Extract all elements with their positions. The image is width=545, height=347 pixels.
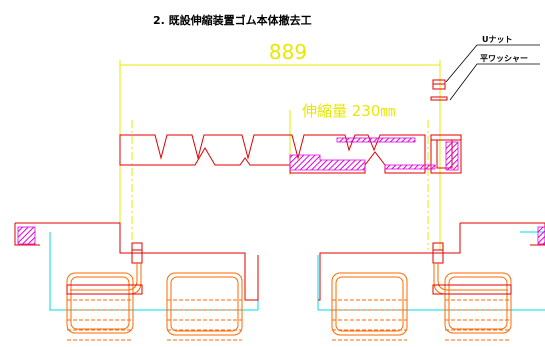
rebar-cage-1 (66, 263, 143, 341)
dimension-value-889: 889 (269, 40, 307, 64)
deck-slab-right (318, 222, 545, 301)
left-expansion-hatch (17, 226, 36, 245)
expansion-amount-label: 伸縮量 230㎜ (302, 102, 395, 120)
callout-u-nut: Uナット (482, 35, 513, 44)
u-nut-shape (430, 79, 448, 101)
rebar-cage-4 (432, 263, 512, 341)
deck-slab-left (14, 222, 259, 301)
rubber-joint-hatched-parts (289, 137, 459, 171)
drawing-title: 2. 既設伸縮装置ゴム本体撤去工 (153, 13, 312, 27)
right-expansion-hatch (537, 226, 545, 245)
concrete-outline (49, 231, 545, 311)
callout-leaders (445, 44, 540, 101)
rebar-cage-3 (331, 272, 408, 341)
callout-flat-washer: 平ワッシャー (480, 54, 528, 63)
rebar-cage-2 (166, 272, 243, 341)
width-dimension (119, 60, 441, 250)
